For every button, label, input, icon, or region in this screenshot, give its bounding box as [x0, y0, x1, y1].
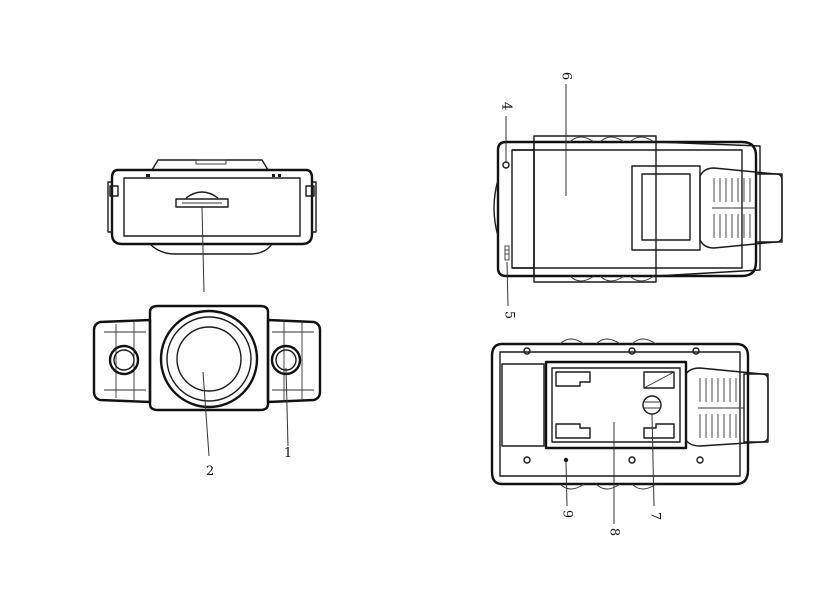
- callout-6: 6: [559, 72, 574, 80]
- side-grip-ribs: [713, 178, 751, 238]
- callout-9: 9: [560, 510, 575, 518]
- callout-5: 5: [502, 311, 517, 319]
- camera-top-view: [107, 159, 317, 293]
- callout-1: 1: [284, 446, 292, 461]
- camera-front-view: [92, 304, 322, 457]
- callout-4: 4: [499, 102, 514, 110]
- camera-back-view: [490, 338, 769, 524]
- back-grip-ribs: [699, 378, 737, 438]
- camera-side-view: [493, 84, 783, 307]
- callout-8: 8: [607, 528, 622, 536]
- callout-7: 7: [648, 512, 663, 520]
- callout-2: 2: [206, 464, 214, 479]
